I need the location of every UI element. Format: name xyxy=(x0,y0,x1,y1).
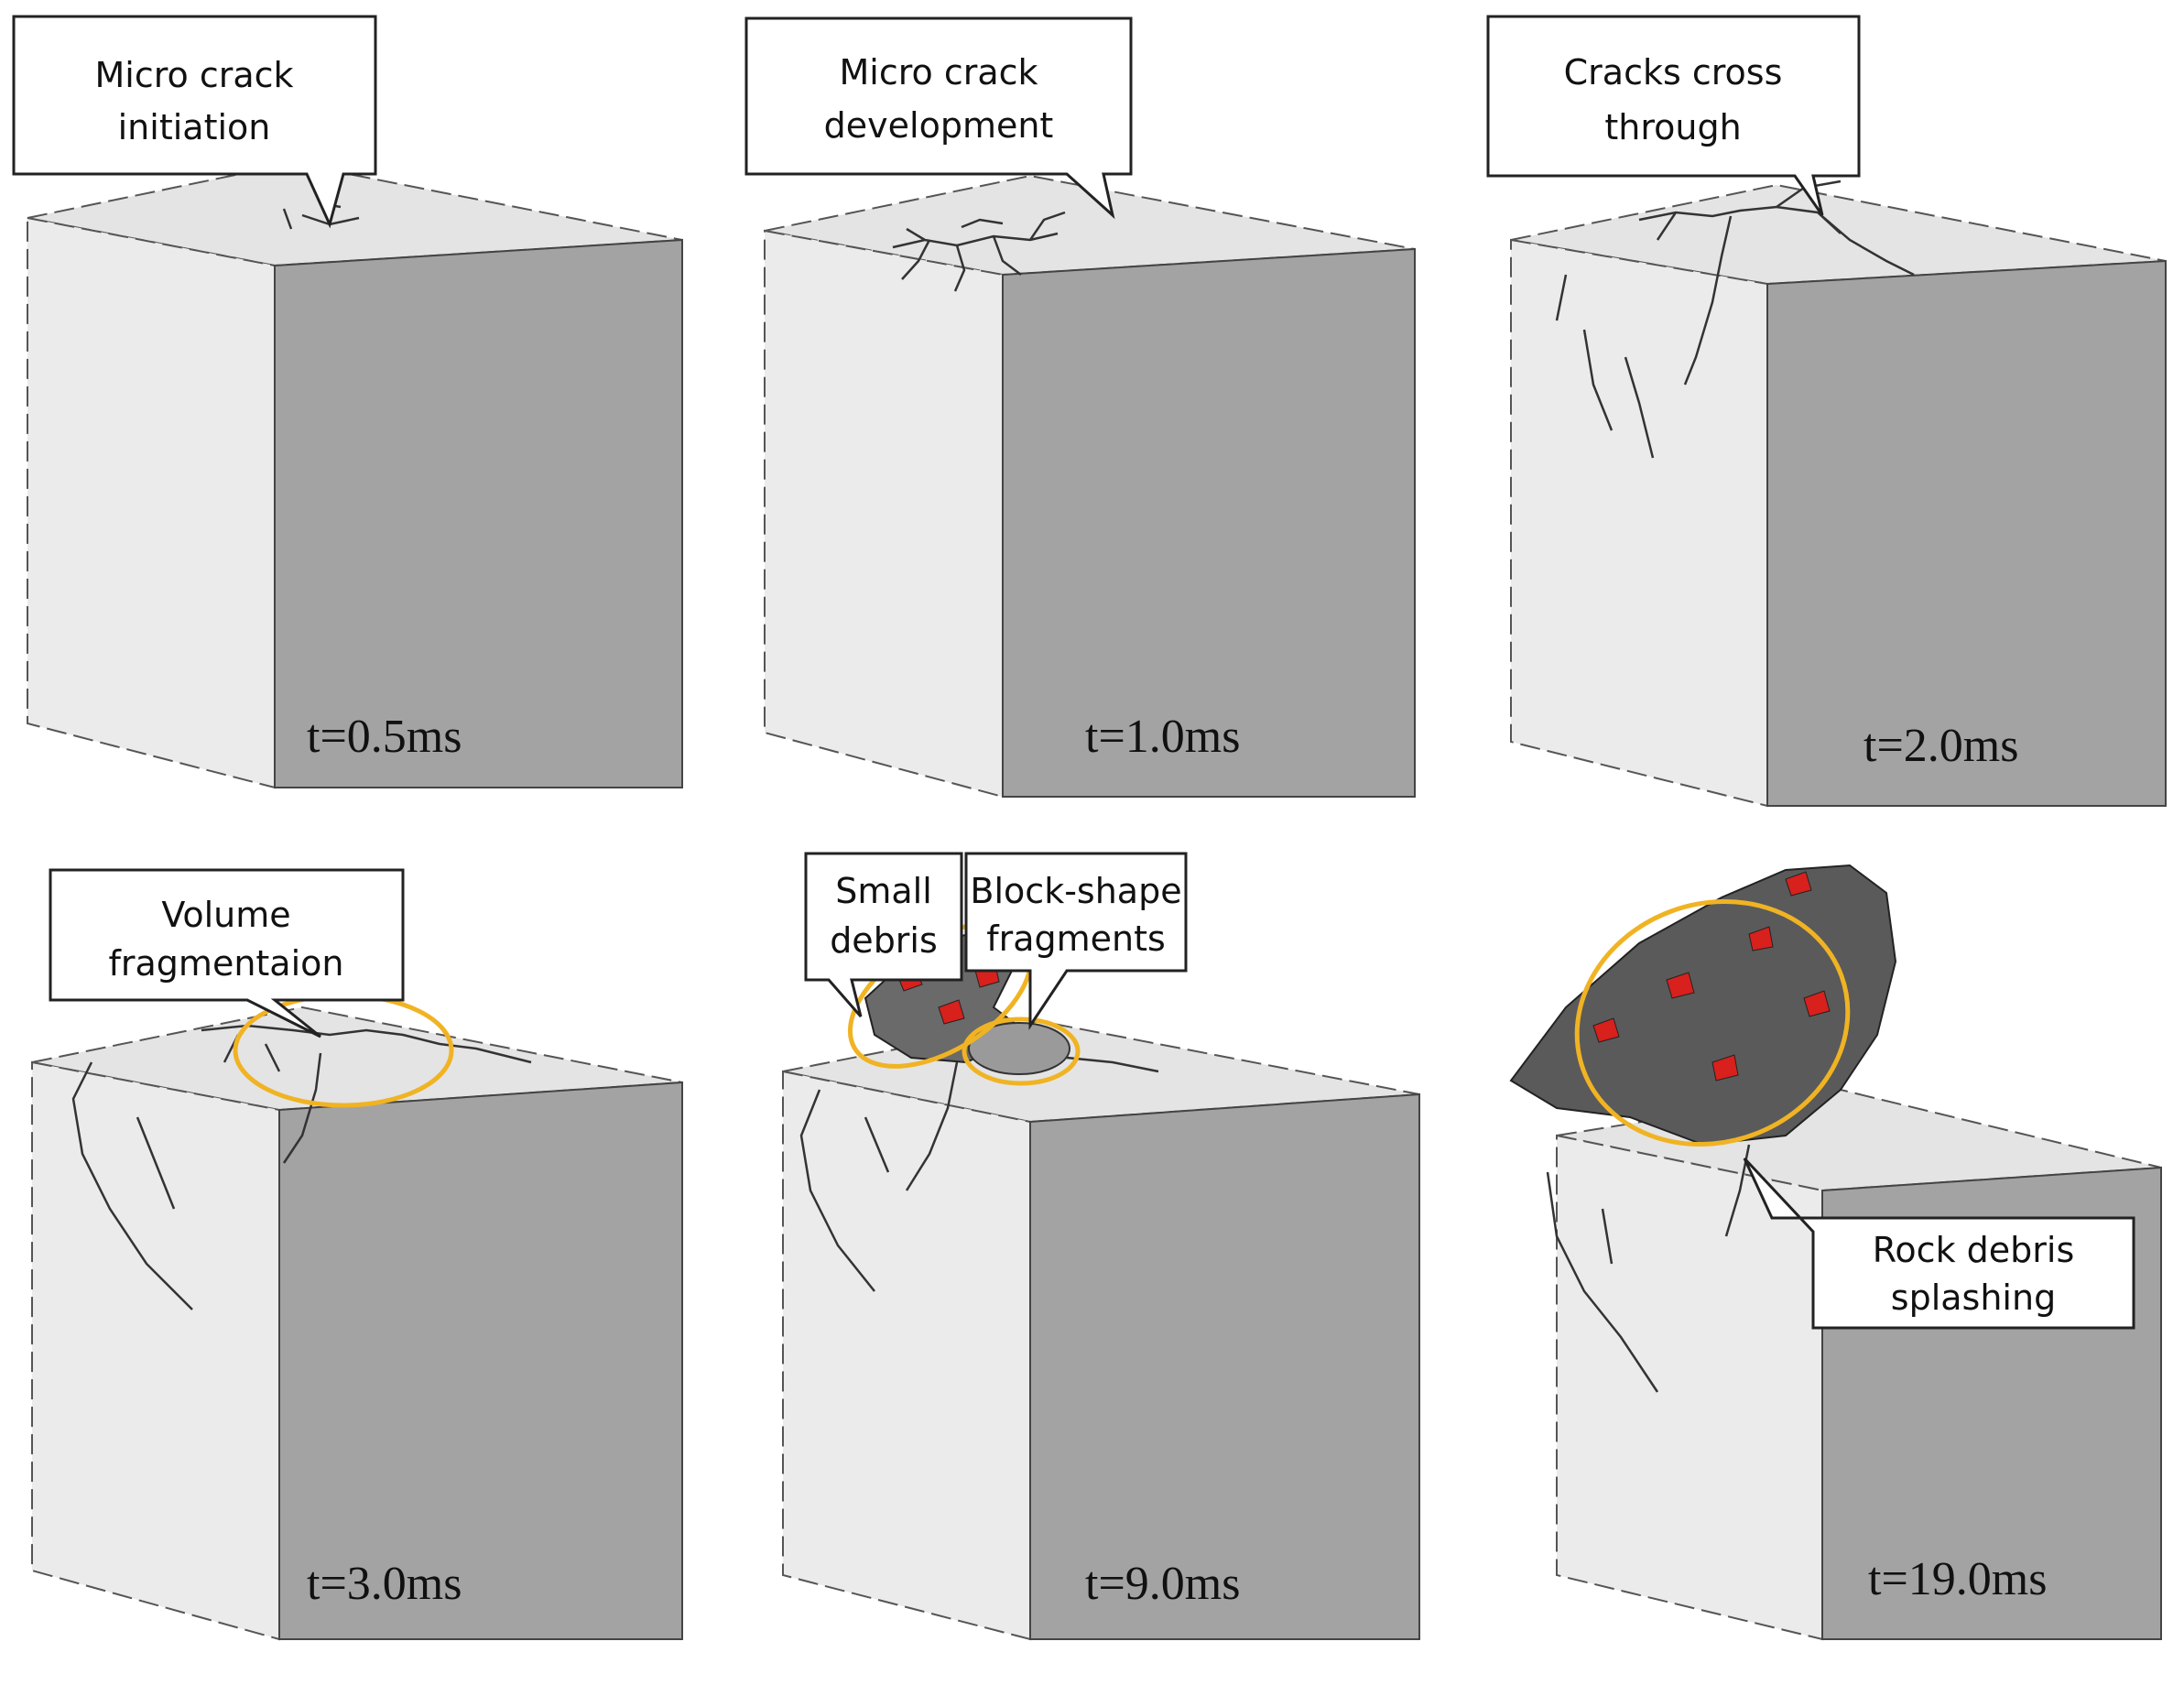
callout-box xyxy=(12,15,377,229)
rock-block-diagram: Micro crack initiation xyxy=(12,15,683,789)
panel-3: Cracks cross through t=2.0ms xyxy=(1456,0,2184,842)
callout-line-1: Cracks cross xyxy=(1564,52,1783,92)
rock-block-diagram: Small debris Block-shape fragments xyxy=(782,852,1420,1641)
callout-line-1: Block-shape xyxy=(970,871,1181,911)
block-side-face xyxy=(27,216,276,789)
callout-box xyxy=(1743,1157,2135,1330)
panel-5: Small debris Block-shape fragments t=9.0… xyxy=(728,842,1456,1685)
callout-line-2: debris xyxy=(830,920,938,961)
callout-box xyxy=(1486,15,1861,216)
callout-5b: Block-shape fragments xyxy=(964,852,1188,1030)
callout-2: Micro crack development xyxy=(744,16,1133,220)
block-side-face xyxy=(764,229,1004,799)
callout-line-1: Rock debris xyxy=(1873,1230,2075,1270)
highlight-ellipse xyxy=(962,1016,1081,1086)
time-label: t=9.0ms xyxy=(1085,1558,1241,1610)
callout-1: Micro crack initiation xyxy=(12,15,377,229)
block-side-face xyxy=(782,1070,1031,1641)
callout-5a: Small debris xyxy=(804,852,963,1017)
callout-6: Rock debris splashing xyxy=(1743,1157,2135,1330)
crack-network xyxy=(71,1024,532,1310)
callout-line-2: development xyxy=(824,105,1054,146)
callout-box xyxy=(804,852,963,1017)
debris-cloud xyxy=(1509,864,1897,1147)
crack-network xyxy=(799,1056,1159,1292)
block-front-face xyxy=(1002,247,1416,798)
block-front-face xyxy=(278,1081,683,1640)
callout-box xyxy=(964,852,1188,1030)
callout-line-2: through xyxy=(1604,107,1741,147)
debris-fragments xyxy=(1592,871,1831,1082)
callout-3: Cracks cross through xyxy=(1486,15,1861,216)
rock-block-diagram: Micro crack development xyxy=(744,16,1416,799)
highlight-ellipse xyxy=(1574,899,1851,1147)
callout-line-1: Micro crack xyxy=(94,55,293,95)
time-label: t=3.0ms xyxy=(307,1558,462,1610)
rock-block-diagram: Rock debris splashing xyxy=(1509,864,2162,1641)
time-label: t=1.0ms xyxy=(1085,711,1241,763)
callout-line-2: fragments xyxy=(986,919,1166,959)
time-label: t=19.0ms xyxy=(1868,1553,2048,1605)
time-label: t=2.0ms xyxy=(1863,720,2019,772)
callout-line-1: Small xyxy=(835,871,932,911)
block-side-face xyxy=(31,1060,280,1641)
block-fragment xyxy=(968,1022,1070,1075)
callout-line-2: initiation xyxy=(118,107,271,147)
time-label: t=0.5ms xyxy=(307,711,462,763)
rock-block-diagram: Volume fragmentaion xyxy=(31,868,683,1641)
callout-line-1: Micro crack xyxy=(839,52,1038,92)
callout-line-2: splashing xyxy=(1891,1277,2056,1318)
panel-6: Rock debris splashing t=19.0ms xyxy=(1456,842,2184,1685)
callout-line-1: Volume xyxy=(161,895,290,935)
callout-box xyxy=(744,16,1133,220)
block-side-face xyxy=(1510,238,1768,808)
block-front-face xyxy=(274,238,683,788)
panel-1: Micro crack initiation t=0.5ms xyxy=(0,0,728,842)
block-front-face xyxy=(1766,259,2167,807)
crack-network xyxy=(892,211,1066,292)
panel-2: Micro crack development t=1.0ms xyxy=(728,0,1456,842)
panel-4: Volume fragmentaion t=3.0ms xyxy=(0,842,728,1685)
rock-block-diagram: Cracks cross through xyxy=(1486,15,2167,808)
callout-4: Volume fragmentaion xyxy=(49,868,405,1038)
callout-box xyxy=(49,868,405,1038)
block-front-face xyxy=(1029,1093,1420,1640)
callout-line-2: fragmentaion xyxy=(109,943,344,984)
